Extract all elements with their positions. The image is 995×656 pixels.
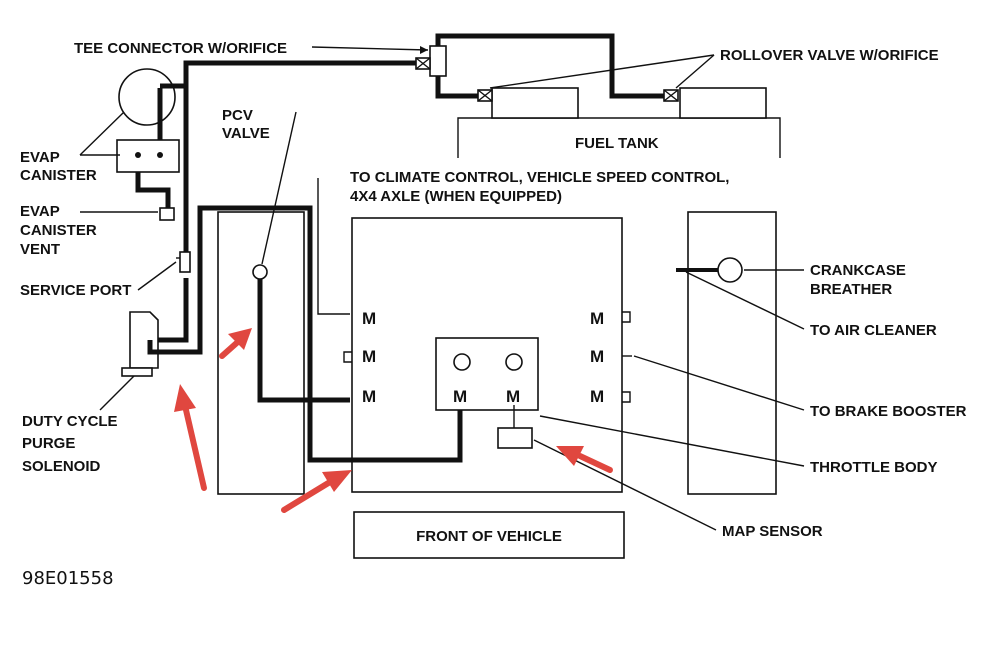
rollover-valve-label: ROLLOVER VALVE W/ORIFICE xyxy=(720,47,939,64)
tee-connector-label: TEE CONNECTOR W/ORIFICE xyxy=(74,40,287,57)
crankcase-label-2: BREATHER xyxy=(810,281,892,298)
port-m-4: M xyxy=(453,387,467,406)
figure-id: 98E01558 xyxy=(22,568,114,589)
purge-solenoid-label-3: SOLENOID xyxy=(22,458,101,475)
port-m-2: M xyxy=(362,347,376,366)
port-m-8: M xyxy=(590,387,604,406)
left-manifold-panel xyxy=(217,211,305,495)
brake-booster-label: TO BRAKE BOOSTER xyxy=(810,403,967,420)
highlight-arrows xyxy=(174,328,613,513)
evap-canister-label-1: EVAP xyxy=(20,149,60,166)
purge-solenoid xyxy=(121,205,463,463)
port-m-3: M xyxy=(362,387,376,406)
crankcase-label-1: CRANKCASE xyxy=(810,262,906,279)
port-m-6: M xyxy=(590,309,604,328)
red-arrow-4 xyxy=(556,446,613,473)
port-m-5: M xyxy=(506,387,520,406)
purge-solenoid-label-2: PURGE xyxy=(22,435,75,452)
manifold-ports: M M M M M M M M xyxy=(343,309,632,406)
throttle-body-label: THROTTLE BODY xyxy=(810,459,938,476)
service-port-label: SERVICE PORT xyxy=(20,282,131,299)
front-of-vehicle-label: FRONT OF VEHICLE xyxy=(416,528,562,545)
callout-labels: TEE CONNECTOR W/ORIFICE ROLLOVER VALVE W… xyxy=(20,40,967,589)
port-m-7: M xyxy=(590,347,604,366)
intake-manifold xyxy=(351,217,623,493)
map-sensor-label: MAP SENSOR xyxy=(722,523,823,540)
red-arrow-1 xyxy=(219,328,252,359)
air-cleaner-label: TO AIR CLEANER xyxy=(810,322,937,339)
rollover-valve-right xyxy=(663,89,679,102)
red-arrow-2 xyxy=(174,384,207,491)
port-m-1: M xyxy=(362,309,376,328)
fuel-tank: FUEL TANK xyxy=(457,87,781,158)
climate-label-1: TO CLIMATE CONTROL, VEHICLE SPEED CONTRO… xyxy=(350,169,729,186)
fuel-tank-label: FUEL TANK xyxy=(575,135,659,152)
evap-vent-label-2: CANISTER xyxy=(20,222,97,239)
evap-vent-label-1: EVAP xyxy=(20,203,60,220)
right-panel xyxy=(676,211,777,495)
evap-canister xyxy=(116,68,180,221)
climate-label-2: 4X4 AXLE (WHEN EQUIPPED) xyxy=(350,188,562,205)
evap-vent-label-3: VENT xyxy=(20,241,60,258)
rollover-valve-left xyxy=(477,89,493,102)
front-of-vehicle-box: FRONT OF VEHICLE xyxy=(353,511,625,559)
pcv-valve xyxy=(252,264,350,403)
evap-canister-label-2: CANISTER xyxy=(20,167,97,184)
service-port xyxy=(176,251,191,273)
purge-solenoid-label-1: DUTY CYCLE xyxy=(22,413,118,430)
pcv-valve-label-1: PCV xyxy=(222,107,253,124)
red-arrow-3 xyxy=(281,470,352,513)
pcv-valve-label-2: VALVE xyxy=(222,125,270,142)
